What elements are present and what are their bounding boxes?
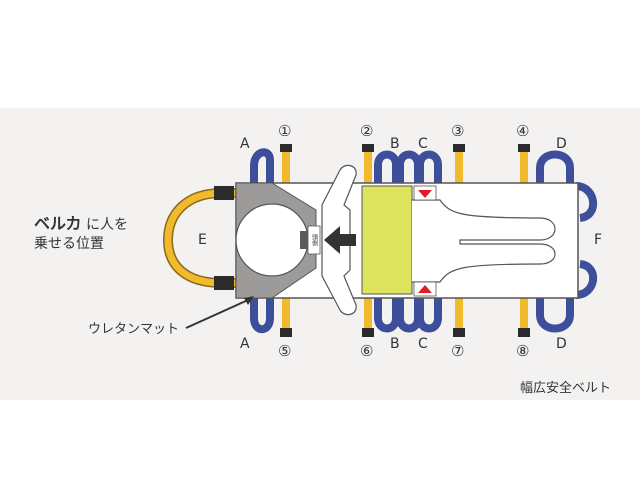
urethane-pointer <box>185 299 249 329</box>
label-f: F <box>594 232 602 248</box>
number-1: ① <box>278 122 291 140</box>
head-hole <box>235 203 309 277</box>
strap-a-top <box>250 148 274 183</box>
caption-brand: ベルカ <box>34 214 82 233</box>
handle-e-buckle-top <box>214 186 234 200</box>
label-d-bottom: D <box>556 336 567 352</box>
headrest-text: 頭側 <box>311 234 318 246</box>
number-3: ③ <box>451 122 464 140</box>
headrest-strip <box>300 231 308 249</box>
label-c-bottom: C <box>418 336 428 352</box>
strap-bc-bottom <box>374 298 442 333</box>
torso-pad <box>361 185 413 295</box>
label-e: E <box>198 232 207 248</box>
handle-straps <box>280 144 530 337</box>
legs-outline <box>412 199 556 283</box>
direction-arrow <box>324 226 356 254</box>
number-6: ⑥ <box>360 342 373 360</box>
number-4: ④ <box>516 122 529 140</box>
number-8: ⑧ <box>516 342 529 360</box>
label-a-top: A <box>240 136 250 152</box>
strap-d-top <box>536 150 598 222</box>
urethane-label: ウレタンマット <box>88 322 179 337</box>
label-b-bottom: B <box>390 336 400 352</box>
handle-e-buckle-bottom <box>214 276 234 290</box>
caption-line2: 乗せる位置 <box>34 236 104 252</box>
strap-a-bottom <box>250 298 274 334</box>
belt-label: 幅広安全ベルト <box>520 380 611 396</box>
label-d-top: D <box>556 136 567 152</box>
number-7: ⑦ <box>451 342 464 360</box>
label-b-top: B <box>390 136 400 152</box>
number-5: ⑤ <box>278 342 291 360</box>
number-2: ② <box>360 122 373 140</box>
label-a-bottom: A <box>240 336 250 352</box>
caption-line1-rest: に人を <box>82 217 128 233</box>
caption-line1: ベルカ に人を <box>34 214 128 233</box>
strap-bc-top <box>374 150 442 183</box>
label-c-top: C <box>418 136 428 152</box>
strap-d-bottom <box>536 260 598 333</box>
